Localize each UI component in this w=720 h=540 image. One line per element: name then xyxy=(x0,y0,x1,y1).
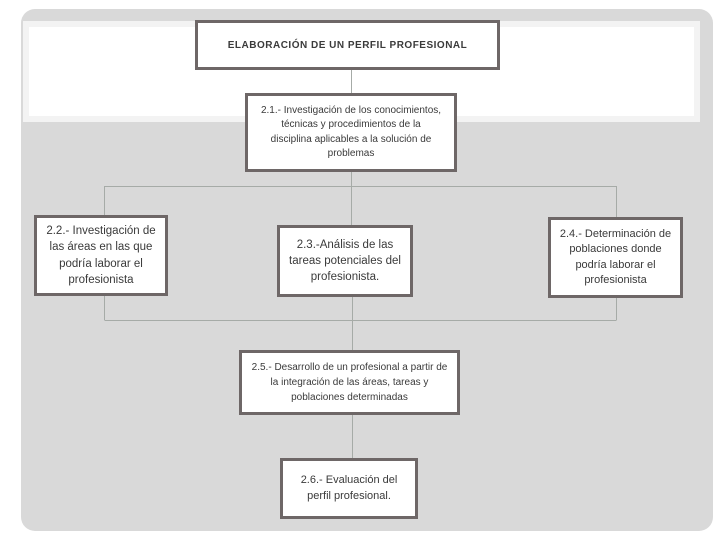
node-title[interactable]: ELABORACIÓN DE UN PERFIL PROFESIONAL xyxy=(195,20,500,70)
node-2-1[interactable]: 2.1.- Investigación de los conocimientos… xyxy=(245,93,457,172)
node-2-2[interactable]: 2.2.- Investigación de las áreas en las … xyxy=(34,215,168,296)
node-2-5-text: 2.5.- Desarrollo de un profesional a par… xyxy=(251,362,448,403)
node-2-3[interactable]: 2.3.-Análisis de las tareas potenciales … xyxy=(277,225,413,297)
node-2-6[interactable]: 2.6.- Evaluación del perfil profesional. xyxy=(280,458,418,519)
title-text: ELABORACIÓN DE UN PERFIL PROFESIONAL xyxy=(227,39,468,51)
node-2-1-text: 2.1.- Investigación de los conocimientos… xyxy=(260,104,442,160)
node-2-4-text: 2.4.- Determinación de poblaciones donde… xyxy=(559,227,672,286)
node-2-6-text: 2.6.- Evaluación del perfil profesional. xyxy=(300,474,398,502)
node-2-2-text: 2.2.- Investigación de las áreas en las … xyxy=(46,225,156,286)
node-2-5[interactable]: 2.5.- Desarrollo de un profesional a par… xyxy=(239,350,460,415)
node-2-3-text: 2.3.-Análisis de las tareas potenciales … xyxy=(289,238,401,284)
node-2-4[interactable]: 2.4.- Determinación de poblaciones donde… xyxy=(548,217,683,298)
